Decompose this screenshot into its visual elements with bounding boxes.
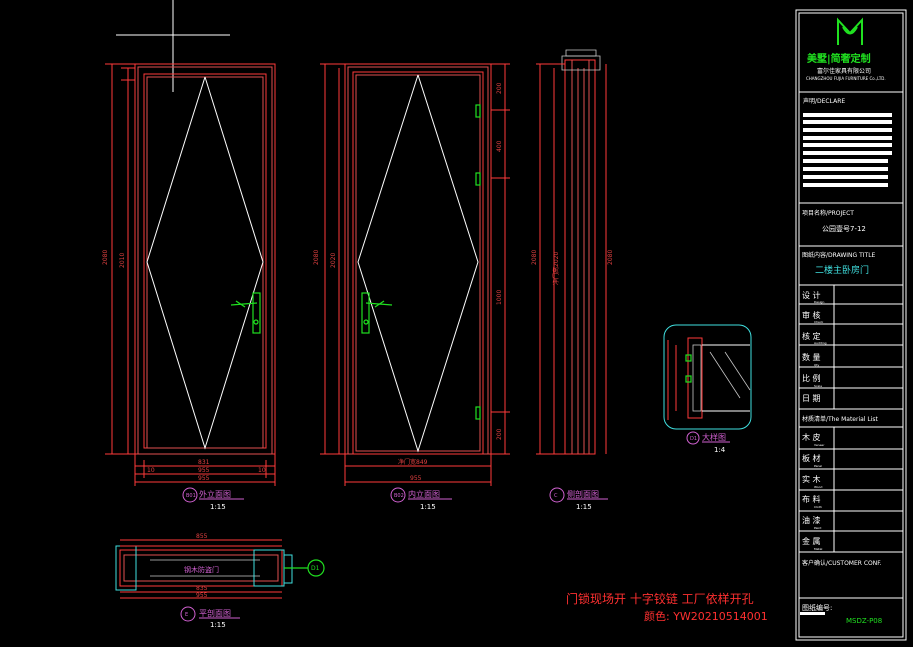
mat-2-en: Panel [814,464,822,468]
role-3-en: Auditing [814,341,827,345]
mat-5: 油 漆 [802,515,821,525]
hinge-gap-2: 400 [496,140,503,152]
svg-text:1:15: 1:15 [210,503,226,511]
inner-leaf-height-dim: 2020 [330,253,337,268]
svg-text:D1: D1 [690,436,697,442]
role-4: 数 量 [802,352,821,362]
note-line-2: 颜色: YW20210514001 [644,609,768,623]
title-block-texts: 美墅|简奢定制 富尔佳家具有限公司 CHANGZHOU FUJIA FURNIT… [802,52,886,625]
mat-3-en: Wood [814,485,822,489]
svg-text:C: C [554,493,558,499]
materials-label: 材质清单/The Material List [802,415,879,423]
company-en: CHANGZHOU FUJIA FURNITURE Co.,LTD. [806,76,886,81]
detail-view-label: D1 大样图 1:4 [686,431,730,454]
inner-clear-width-dim: 净门宽849 [398,458,428,466]
svg-text:平剖面图: 平剖面图 [199,608,231,618]
svg-text:B02: B02 [394,493,404,499]
outer-elevation: 2080 2010 831 955 10 10 955 [102,63,276,486]
inner-total-width-dim: 955 [410,475,422,482]
plan-section-label: E 平剖面图 1:15 [180,606,240,629]
project-label: 项目名称/PROJECT [802,209,854,217]
svg-text:1:15: 1:15 [576,503,592,511]
svg-text:侧剖面图: 侧剖面图 [567,489,599,499]
project-value: 公园壹号7-12 [822,224,866,233]
mat-6: 金 属 [802,536,821,546]
role-3: 核 定 [802,331,821,341]
plan-label: 钢木防盗门 [184,565,219,574]
mat-5-en: Paint [814,526,822,530]
note-line-1: 门锁现场开 十字铰链 工厂依样开孔 [566,591,754,606]
outer-elevation-label: B01 外立面图 1:15 [182,487,244,511]
inner-elevation-label: B02 内立面图 1:15 [390,487,452,511]
side-detail-dim: 2080 [607,250,614,265]
drawing-value: 二楼主卧房门 [815,264,869,276]
role-1: 设 计 [802,290,821,300]
logo-icon [837,17,863,45]
door-handle-icon-inner [361,292,393,334]
drawing-label: 图纸内容/DRAWING TITLE [802,251,876,259]
svg-text:内立面图: 内立面图 [408,489,440,499]
svg-text:1:4: 1:4 [714,446,726,454]
plan-section: D1 855 835 955 钢木防盗门 [115,533,325,599]
outer-leaf-height-dim: 2010 [119,253,126,268]
role-4-en: Qty [814,363,820,367]
svg-text:1:15: 1:15 [210,621,226,629]
mat-1: 木 皮 [802,432,821,442]
inner-height-dim: 2080 [313,250,320,265]
drawing-no-label: 图纸编号: [802,603,832,612]
svg-text:E: E [185,612,188,618]
side-clear-height-dim: 净门高2020 [552,252,560,285]
hinge-gap-4: 200 [496,428,503,440]
side-section-label: C 侧剖面图 1:15 [549,487,608,511]
plan-total-dim: 955 [196,592,208,599]
plan-top-dim: 855 [196,533,208,540]
inner-elevation: 2080 2020 200 400 1000 200 净门宽849 955 [313,63,510,486]
mat-1-en: Veneer [814,443,825,447]
svg-text:外立面图: 外立面图 [199,489,231,499]
outer-right-trim-dim: 10 [258,467,266,474]
logo-text: 美墅|简奢定制 [807,52,871,65]
outer-left-trim-dim: 10 [147,467,155,474]
hinge-icons [475,104,481,420]
declare-label: 声明/DECLARE [803,97,845,105]
svg-text:B01: B01 [186,493,196,499]
outer-total-width-dim: 955 [198,467,210,474]
role-2-en: Check [814,320,823,324]
detail-view [663,324,752,430]
drawing-no-value: MSDZ-P08 [846,617,882,625]
role-5: 比 例 [802,373,821,383]
outer-total-width-dim-2: 955 [198,475,210,482]
role-5-en: Scale [814,384,822,388]
svg-text:D1: D1 [311,565,320,572]
mat-3: 实 木 [802,474,821,484]
mat-6-en: Metal [814,547,822,551]
side-height-dim: 2080 [531,250,538,265]
crosshair-cursor [116,0,230,92]
hinge-gap-3: 1000 [496,290,503,305]
role-2: 审 核 [802,310,821,320]
mat-4-en: Cloth [814,505,822,509]
side-section: 2080 净门高2020 2080 [531,49,614,455]
outer-leaf-width-dim: 831 [198,459,210,466]
client-label: 客户确认/CUSTOMER CONF. [802,559,882,567]
role-1-en: Design [814,300,824,304]
door-handle-icon [230,292,261,334]
company-cn: 富尔佳家具有限公司 [817,67,871,75]
hinge-gap-1: 200 [496,82,503,94]
title-block-frame [795,9,907,641]
svg-text:大样图: 大样图 [702,432,726,442]
svg-text:1:15: 1:15 [420,503,436,511]
outer-height-dim: 2080 [102,250,109,265]
mat-4: 布 料 [802,494,821,504]
role-6: 日 期 [802,394,821,403]
mat-2: 板 材 [802,453,821,463]
plan-leaf-dim: 835 [196,585,208,592]
